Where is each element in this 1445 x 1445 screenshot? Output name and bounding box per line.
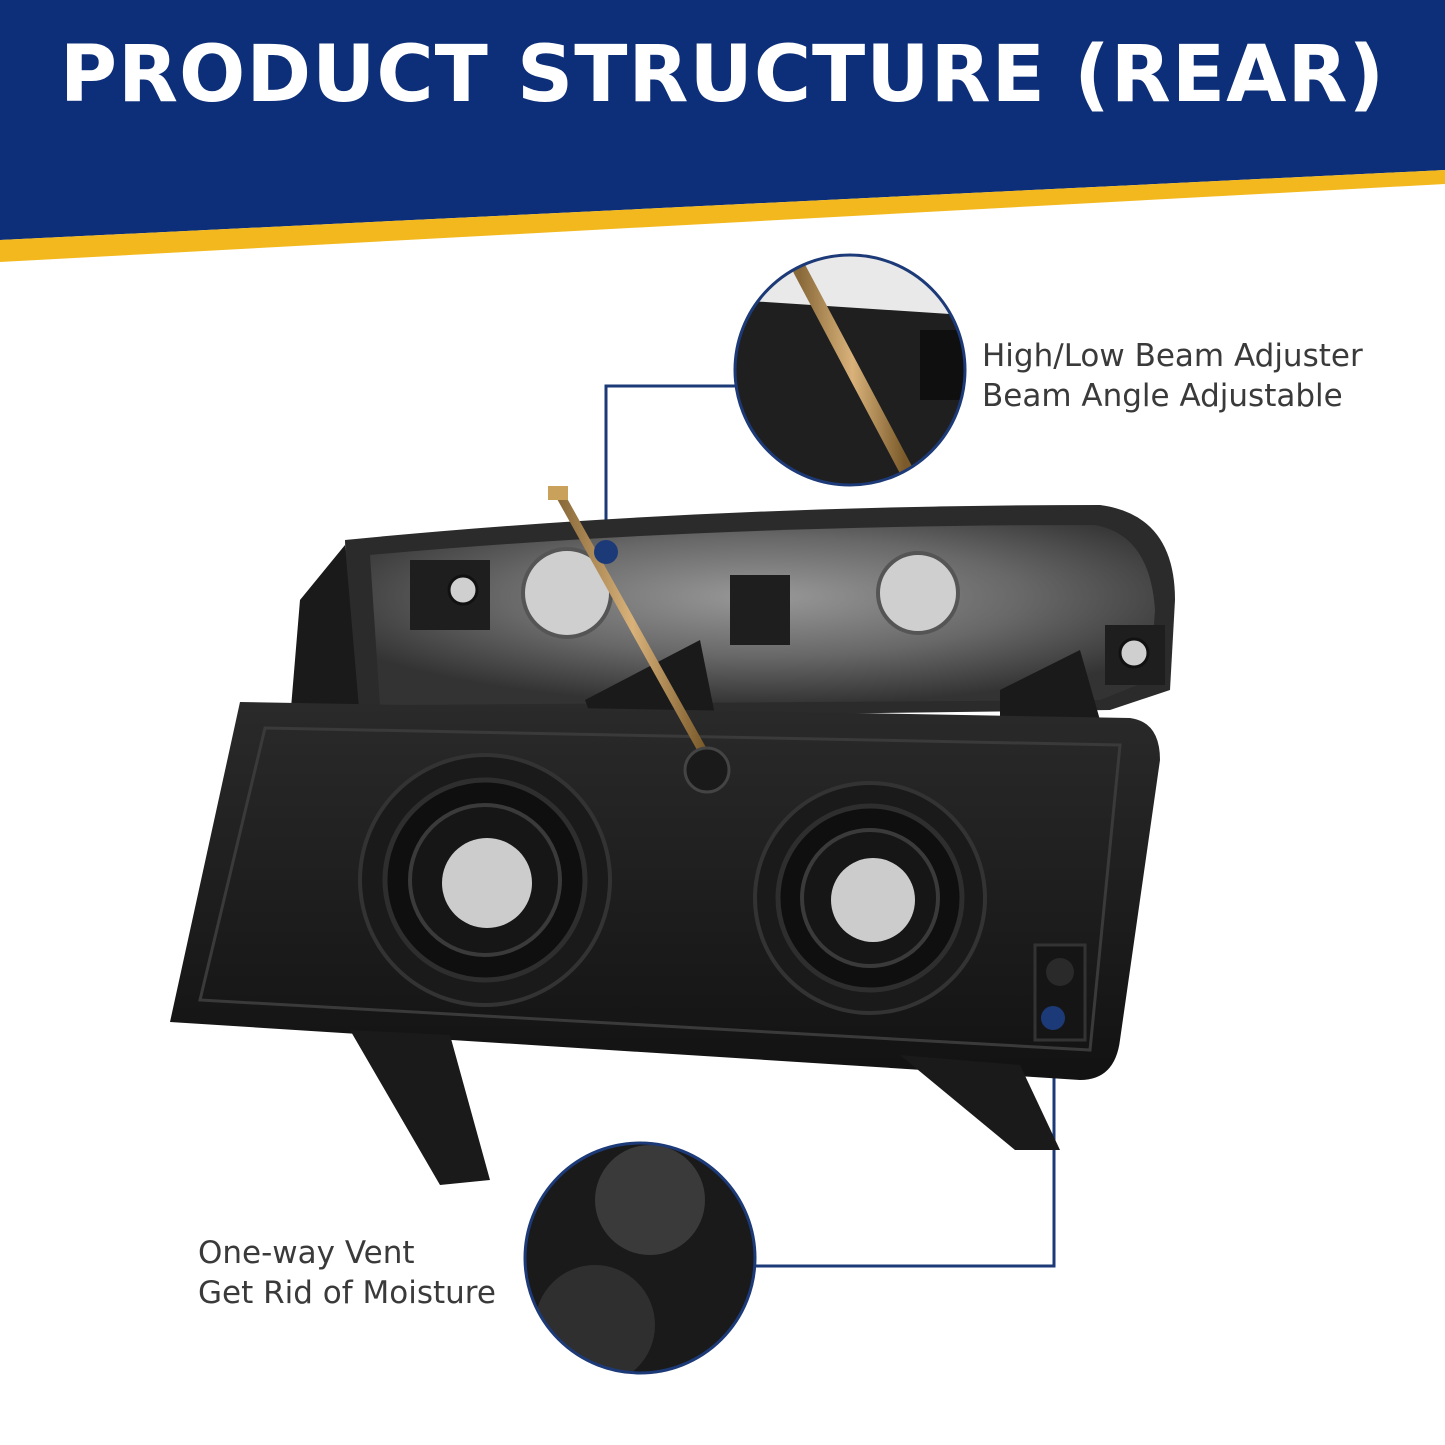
page-title: PRODUCT STRUCTURE (REAR) [59,30,1386,120]
reflector-housing [290,505,1175,740]
header-banner [0,0,1445,270]
adjuster-detail-circle [733,253,967,487]
banner-stripe [0,170,1445,262]
vent-leader-line [756,1020,1056,1268]
banner-background [0,0,1445,240]
adjuster-marker [594,540,618,564]
beam-adjuster-rod [548,486,731,794]
adjuster-callout-title: High/Low Beam Adjuster [982,338,1363,374]
reflector-lens-right [876,551,960,635]
adjuster-callout-subtitle: Beam Angle Adjustable [982,378,1343,414]
adjuster-callout: High/Low Beam Adjuster Beam Angle Adjust… [982,336,1363,416]
adjuster-leader-line [604,384,740,548]
vent-callout: One-way Vent Get Rid of Moisture [198,1233,496,1313]
vent-callout-subtitle: Get Rid of Moisture [198,1275,496,1311]
vent-detail-circle [523,1141,757,1375]
low-beam-port [358,753,612,1007]
main-housing [170,702,1160,1185]
vent-marker [1041,1006,1065,1030]
vent-callout-title: One-way Vent [198,1235,415,1271]
high-beam-port [753,781,987,1015]
